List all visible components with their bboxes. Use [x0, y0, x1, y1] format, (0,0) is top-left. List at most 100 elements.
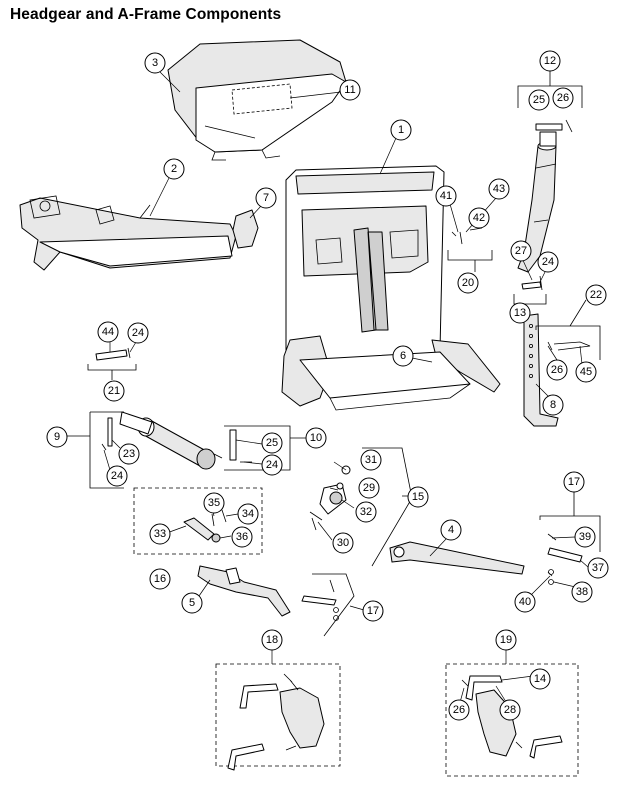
callouts: 1 2 3 4 5 6 7 8 9 10 11 12 13 14 15 16 1…	[46, 50, 609, 721]
svg-text:42: 42	[473, 212, 485, 224]
svg-text:40: 40	[519, 596, 531, 608]
part-long-arm	[389, 541, 525, 575]
callout-35: 35	[203, 492, 225, 514]
part-hydraulic-cylinder	[119, 411, 223, 470]
callout-42: 42	[468, 207, 490, 229]
callout-16: 16	[149, 568, 171, 590]
svg-text:43: 43	[493, 183, 505, 195]
group-box-18	[215, 663, 341, 767]
callout-31: 31	[360, 449, 382, 471]
svg-text:3: 3	[152, 57, 158, 69]
svg-text:31: 31	[365, 454, 377, 466]
svg-text:28: 28	[504, 704, 516, 716]
svg-text:23: 23	[123, 448, 135, 460]
svg-text:38: 38	[576, 586, 588, 598]
svg-text:44: 44	[102, 326, 114, 338]
svg-text:20: 20	[462, 277, 474, 289]
callout-43: 43	[488, 178, 510, 200]
part-pins-misc	[95, 119, 591, 463]
callout-24b: 24	[106, 465, 128, 487]
leader-lines	[103, 71, 589, 707]
page-title: Headgear and A-Frame Components	[10, 6, 282, 23]
part-pin-hardware-lower	[301, 579, 339, 621]
svg-text:15: 15	[412, 491, 424, 503]
svg-text:26: 26	[557, 92, 569, 104]
svg-text:33: 33	[154, 528, 166, 540]
callout-13: 13	[509, 302, 531, 324]
part-headgear-frame	[281, 165, 501, 411]
callout-17a: 17	[563, 471, 585, 493]
callout-26b: 26	[546, 359, 568, 381]
part-pin-hardware-right	[547, 533, 583, 585]
brackets	[64, 70, 601, 637]
svg-text:6: 6	[400, 350, 406, 362]
callout-3: 3	[144, 52, 166, 74]
svg-text:37: 37	[592, 562, 604, 574]
callout-25b: 25	[261, 432, 283, 454]
svg-text:10: 10	[310, 432, 322, 444]
svg-text:8: 8	[550, 399, 556, 411]
callout-2: 2	[163, 158, 185, 180]
svg-text:1: 1	[398, 124, 404, 136]
callout-39: 39	[574, 526, 596, 548]
callout-19: 19	[495, 629, 517, 651]
svg-text:11: 11	[344, 84, 355, 96]
callout-12: 12	[539, 50, 561, 72]
callout-8: 8	[542, 394, 564, 416]
svg-text:16: 16	[154, 573, 166, 585]
group-box-19	[445, 663, 579, 777]
svg-text:25: 25	[533, 94, 545, 106]
callout-11: 11	[339, 79, 361, 101]
callout-45: 45	[575, 361, 597, 383]
part-bracket-18	[227, 673, 325, 771]
callout-40: 40	[514, 591, 536, 613]
callout-37: 37	[587, 557, 609, 579]
callout-23: 23	[118, 443, 140, 465]
callout-18: 18	[261, 629, 283, 651]
svg-text:26: 26	[551, 364, 563, 376]
callout-32: 32	[355, 501, 377, 523]
callout-14: 14	[529, 668, 551, 690]
part-pedal-linkage	[183, 509, 227, 543]
part-a-frame	[19, 195, 237, 271]
svg-text:34: 34	[242, 508, 254, 520]
svg-text:2: 2	[171, 163, 177, 175]
svg-text:39: 39	[579, 531, 591, 543]
svg-text:24: 24	[266, 459, 278, 471]
callout-28: 28	[499, 699, 521, 721]
callout-29: 29	[358, 477, 380, 499]
svg-text:24: 24	[132, 327, 144, 339]
svg-text:25: 25	[266, 437, 278, 449]
callout-38: 38	[571, 581, 593, 603]
svg-text:7: 7	[263, 192, 269, 204]
callout-44: 44	[97, 321, 119, 343]
svg-text:41: 41	[440, 190, 452, 202]
part-block	[232, 209, 259, 249]
callout-4: 4	[440, 519, 462, 541]
callout-36: 36	[231, 526, 253, 548]
part-hood-cover	[167, 39, 347, 161]
callout-26c: 26	[448, 699, 470, 721]
callout-24c: 24	[261, 454, 283, 476]
part-slotted-bar	[523, 313, 559, 427]
svg-text:32: 32	[360, 506, 372, 518]
callout-21: 21	[103, 380, 125, 402]
svg-text:4: 4	[448, 524, 454, 536]
callout-10: 10	[305, 427, 327, 449]
svg-text:19: 19	[500, 634, 512, 646]
svg-text:26: 26	[453, 704, 465, 716]
svg-text:12: 12	[544, 55, 556, 67]
svg-text:21: 21	[108, 385, 120, 397]
callout-7: 7	[255, 187, 277, 209]
callout-5: 5	[181, 592, 203, 614]
svg-text:24: 24	[542, 256, 554, 268]
svg-text:35: 35	[208, 497, 220, 509]
part-spring-assembly	[309, 465, 351, 531]
svg-text:17: 17	[367, 605, 379, 617]
callout-41: 41	[435, 185, 457, 207]
callout-24d: 24	[537, 251, 559, 273]
svg-text:24: 24	[111, 470, 123, 482]
svg-text:29: 29	[363, 482, 375, 494]
callout-27: 27	[510, 240, 532, 262]
